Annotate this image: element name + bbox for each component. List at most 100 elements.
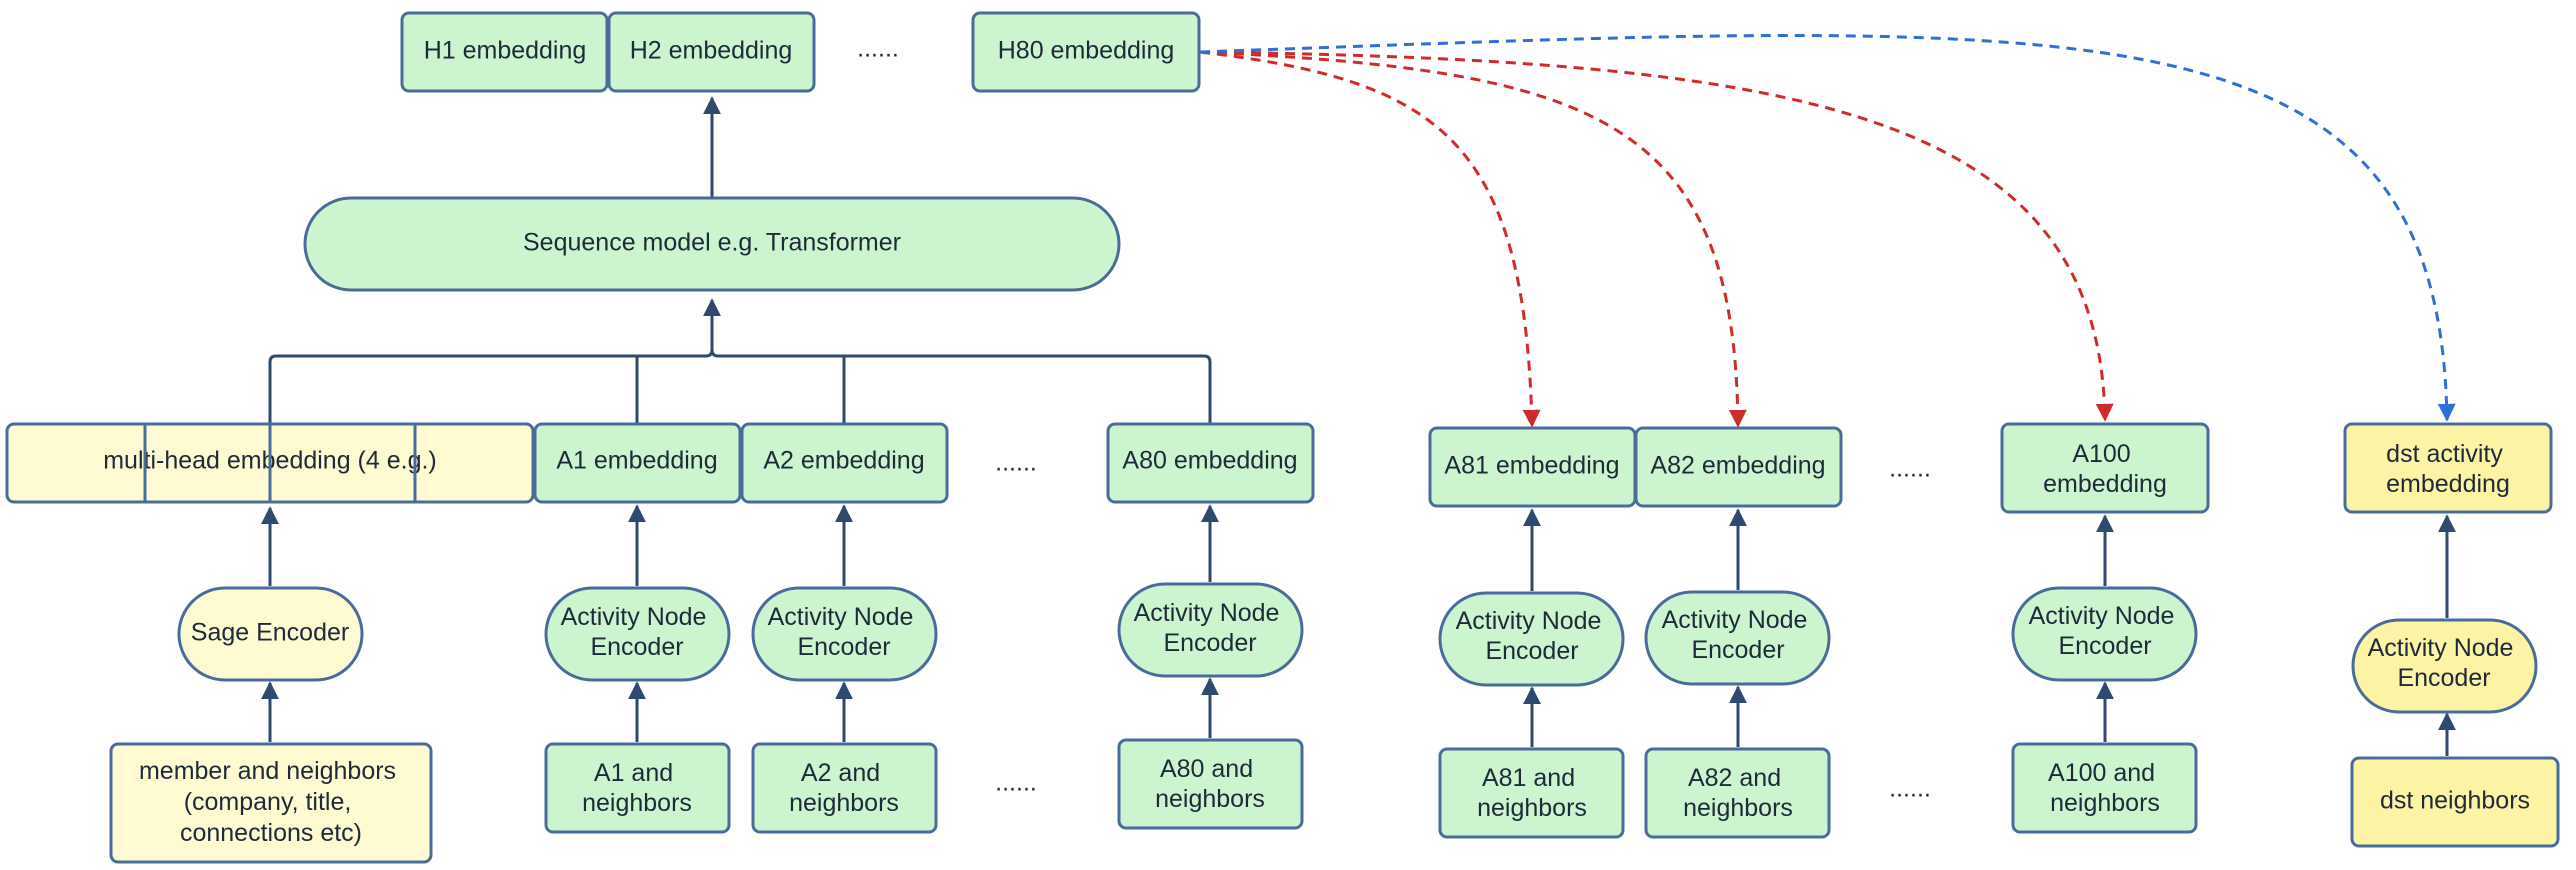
member-input-label: member and neighbors (company, title, co… [139,757,403,847]
activity-node-encoder-a82-label: Activity Node Encoder [1662,606,1815,664]
head-embedding-h2-label: H2 embedding [630,37,793,65]
connector-bus-right [710,349,1212,424]
activity-input-a2-label: A2 and neighbors [789,759,899,817]
activity-node-encoder-a81-label: Activity Node Encoder [1456,607,1609,665]
head-embedding-h80-label: H80 embedding [998,37,1175,65]
embedding-a100-line-1: A100 [2072,440,2130,468]
encoder-a100-line-1: Activity Node [2029,602,2175,630]
activity-input-a80-label: A80 and neighbors [1155,755,1265,813]
encoder-a82-line-1: Activity Node [1662,606,1808,634]
history-embeddings-ellipsis: ...... [995,449,1037,477]
input-a100-line-2: neighbors [2050,789,2160,817]
dst-embedding-line-2: embedding [2386,470,2510,498]
activity-embedding-a1-label: A1 embedding [556,447,717,475]
encoder-a80-line-2: Encoder [1163,629,1256,657]
activity-embedding-a80-label: A80 embedding [1122,447,1297,475]
target-embeddings-ellipsis: ...... [1889,455,1931,483]
input-a1-line-1: A1 and [594,759,673,787]
input-a80-line-2: neighbors [1155,785,1265,813]
input-a100-line-1: A100 and [2048,759,2155,787]
encoder-a2-line-2: Encoder [797,633,890,661]
dst-encoder-line-1: Activity Node [2368,634,2514,662]
head-embedding-h2: H2 embedding [607,11,816,93]
activity-input-a80: A80 and neighbors [1117,738,1304,830]
activity-node-encoder-a80-label: Activity Node Encoder [1134,599,1287,657]
head-embedding-h1: H1 embedding [400,11,609,93]
activity-embedding-a80: A80 embedding [1106,422,1315,504]
input-a80-line-1: A80 and [1160,755,1253,783]
activity-input-a81: A81 and neighbors [1438,747,1625,839]
activity-node-encoder-a1-label: Activity Node Encoder [561,603,714,661]
multi-head-embedding: multi-head embedding (4 e.g.) [5,422,535,504]
activity-embedding-a82: A82 embedding [1634,426,1843,508]
connector-bus-to-sequence [268,298,721,424]
encoder-a82-line-2: Encoder [1691,636,1784,664]
dst-input: dst neighbors [2350,756,2560,848]
input-a81-line-1: A81 and [1482,764,1575,792]
input-a82-line-2: neighbors [1683,794,1793,822]
encoder-a2-line-1: Activity Node [768,603,914,631]
encoder-a1-line-2: Encoder [590,633,683,661]
activity-node-encoder-a2: Activity Node Encoder [751,586,938,682]
activity-node-encoder-a2-label: Activity Node Encoder [768,603,921,661]
activity-input-a82-label: A82 and neighbors [1683,764,1793,822]
dst-activity-embedding: dst activity embedding [2343,422,2553,514]
activity-input-a81-label: A81 and neighbors [1477,764,1587,822]
head-embedding-h80: H80 embedding [971,11,1201,93]
sequence-model: Sequence model e.g. Transformer [303,196,1121,292]
member-input-line-2: (company, title, [184,788,352,816]
activity-input-a2: A2 and neighbors [751,742,938,834]
input-a2-line-1: A2 and [801,759,880,787]
attention-arrow-h80-to-a82 [1199,50,1747,428]
dst-activity-embedding-label: dst activity embedding [2386,440,2510,498]
activity-embedding-a100-label: A100 embedding [2043,440,2167,498]
member-input-line-3: connections etc) [180,819,362,847]
input-a1-line-2: neighbors [582,789,692,817]
encoder-a81-line-2: Encoder [1485,637,1578,665]
activity-input-a1: A1 and neighbors [544,742,731,834]
encoder-a81-line-1: Activity Node [1456,607,1602,635]
attention-arrow-h80-to-a81 [1199,50,1541,428]
activity-input-a82: A82 and neighbors [1644,747,1831,839]
activity-node-encoder-a81: Activity Node Encoder [1438,591,1625,687]
encoder-a80-line-1: Activity Node [1134,599,1280,627]
member-input: member and neighbors (company, title, co… [109,742,433,864]
activity-embedding-a2: A2 embedding [740,422,949,504]
activity-node-encoder-a82: Activity Node Encoder [1644,590,1831,686]
connectors [261,96,2456,756]
activity-embedding-a81-label: A81 embedding [1444,452,1619,480]
input-a2-line-2: neighbors [789,789,899,817]
sequence-model-label: Sequence model e.g. Transformer [523,229,901,257]
activity-node-encoder-a100-label: Activity Node Encoder [2029,602,2182,660]
dst-embedding-line-1: dst activity [2386,440,2503,468]
head-embeddings-ellipsis: ...... [857,35,899,63]
dst-activity-node-encoder: Activity Node Encoder [2351,618,2538,714]
target-inputs-ellipsis: ...... [1889,775,1931,803]
activity-embedding-a100: A100 embedding [2000,422,2210,514]
activity-embedding-a82-label: A82 embedding [1650,452,1825,480]
activity-input-a1-label: A1 and neighbors [582,759,692,817]
head-embedding-h1-label: H1 embedding [424,37,587,65]
activity-embedding-a2-label: A2 embedding [763,447,924,475]
activity-input-a100: A100 and neighbors [2011,742,2198,834]
activity-node-encoder-a100: Activity Node Encoder [2011,586,2198,682]
activity-input-a100-label: A100 and neighbors [2048,759,2162,817]
history-inputs-ellipsis: ...... [995,769,1037,797]
activity-embedding-a1: A1 embedding [533,422,742,504]
encoder-a1-line-1: Activity Node [561,603,707,631]
dst-encoder-line-2: Encoder [2397,664,2490,692]
activity-node-encoder-a80: Activity Node Encoder [1117,582,1304,678]
input-a81-line-2: neighbors [1477,794,1587,822]
input-a82-line-1: A82 and [1688,764,1781,792]
dst-activity-node-encoder-label: Activity Node Encoder [2368,634,2521,692]
encoder-a100-line-2: Encoder [2058,632,2151,660]
attention-arrow-h80-to-a100 [1199,50,2114,422]
embedding-a100-line-2: embedding [2043,470,2167,498]
activity-embedding-a81: A81 embedding [1428,426,1637,508]
activity-node-encoder-a1: Activity Node Encoder [544,586,731,682]
member-input-line-1: member and neighbors [139,757,396,785]
attention-arrows [1199,34,2456,428]
sage-encoder: Sage Encoder [177,586,364,682]
sage-encoder-label: Sage Encoder [191,619,349,647]
